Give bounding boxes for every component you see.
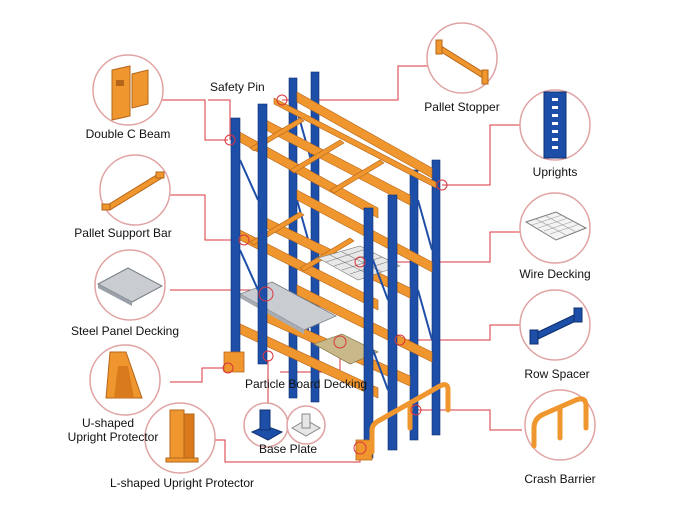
upright-front-right2 — [387, 194, 398, 451]
leader-uprights — [442, 124, 523, 186]
label-crash-barrier: Crash Barrier — [524, 472, 596, 486]
crash-barrier-on-rack — [369, 382, 451, 455]
beam-top-back — [296, 91, 433, 179]
label-pallet-stopper: Pallet Stopper — [424, 100, 500, 114]
upright-back-mid — [310, 71, 320, 403]
label-row-spacer: Row Spacer — [524, 367, 590, 381]
component-circles — [89, 22, 596, 474]
label-steel-panel-decking: Steel Panel Decking — [70, 324, 180, 338]
particle-board-deck — [313, 333, 379, 365]
double-c-beam-icon — [92, 54, 164, 126]
upright-front-left2 — [257, 103, 268, 365]
label-wire-decking: Wire Decking — [519, 267, 591, 281]
leader-row-spacer — [400, 324, 520, 341]
upright-icon — [519, 89, 591, 161]
callout-lines — [162, 65, 523, 463]
label-safety-pin: Safety Pin — [210, 80, 265, 94]
label-uprights: Uprights — [532, 165, 578, 179]
upright-back-right2 — [431, 159, 441, 436]
wire-decking-icon — [519, 192, 591, 264]
label-u-protector-line2: Upright Protector — [67, 430, 159, 444]
label-l-protector: L-shaped Upright Protector — [109, 476, 255, 490]
upright-front-left — [230, 117, 241, 369]
crash-barrier-icon — [524, 389, 596, 461]
upright-back-right — [409, 169, 419, 441]
row-spacer-icon — [519, 289, 591, 361]
leader-crash-barrier — [416, 409, 522, 431]
u-protector-on-rack — [223, 351, 245, 373]
steel-panel-icon — [94, 249, 166, 321]
leader-pallet-support-bar — [170, 194, 244, 241]
l-protector-icon — [144, 402, 216, 474]
label-pallet-support-bar: Pallet Support Bar — [74, 226, 172, 240]
leader-double-c-beam — [162, 99, 228, 141]
leader-u-protector — [170, 367, 228, 383]
leader-safety-pin — [208, 99, 231, 140]
base-plate-icon-2 — [286, 405, 326, 445]
wire-decking-panel — [317, 245, 401, 281]
u-protector-icon — [89, 344, 161, 416]
pallet-stopper-icon — [426, 22, 498, 94]
label-base-plate: Base Plate — [258, 442, 318, 456]
label-particle-board-decking: Particle Board Decking — [245, 377, 368, 391]
base-plate-icon — [243, 402, 289, 448]
leader-pallet-stopper — [282, 65, 428, 101]
label-u-protector-line1: U-shaped — [81, 416, 135, 430]
l-protector-on-rack — [355, 439, 373, 461]
rack-illustration — [222, 71, 451, 461]
label-double-c-beam: Double C Beam — [85, 127, 171, 141]
pallet-support-bar-icon — [99, 154, 171, 226]
upright-front-right — [363, 207, 374, 459]
